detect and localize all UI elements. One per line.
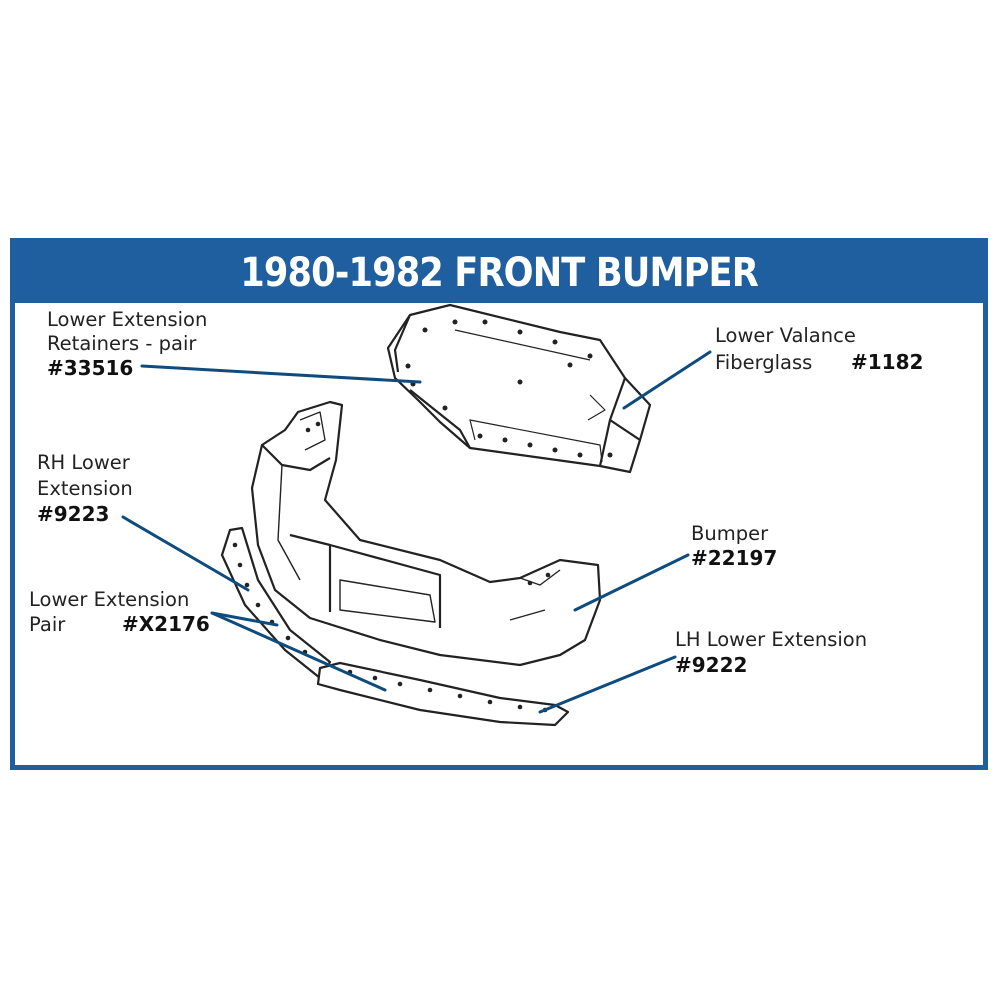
callout-valance-part-number: #1182	[851, 350, 924, 374]
lh-lower-extension-drawing	[316, 661, 570, 727]
callout-rh-extension-line-2: Extension	[37, 477, 133, 500]
callout-rh-extension-part-number: #9223	[37, 502, 110, 526]
callout-bumper-line-1: Bumper	[691, 522, 769, 545]
leader-rh-extension	[121, 515, 250, 592]
bumper-drawing	[250, 400, 602, 667]
callout-lh-extension-part-number: #9222	[675, 653, 748, 677]
callout-lh-extension-line-1: LH Lower Extension	[675, 628, 868, 651]
leader-lh-extension	[538, 655, 677, 714]
callout-pair-part-number: #X2176	[122, 612, 210, 636]
callout-valance-line-1: Lower Valance	[715, 324, 856, 347]
lower-valance-drawing	[386, 303, 652, 474]
title-banner: 1980-1982 FRONT BUMPER	[15, 243, 983, 303]
callout-retainers-line-2: Retainers - pair	[47, 332, 197, 355]
callout-retainers-part-number: #33516	[47, 356, 134, 380]
callout-pair-line-2: Pair	[29, 613, 66, 636]
callout-retainers-line-1: Lower Extension	[47, 308, 208, 331]
callout-leaders	[121, 350, 712, 714]
leader-valance	[622, 350, 712, 410]
leader-bumper	[573, 553, 690, 612]
diagram-title: 1980-1982 FRONT BUMPER	[240, 250, 759, 296]
callout-pair-line-1: Lower Extension	[29, 588, 190, 611]
callout-valance-line-2: Fiberglass	[715, 351, 813, 374]
callout-bumper-part-number: #22197	[691, 546, 778, 570]
callout-rh-extension-line-1: RH Lower	[37, 451, 130, 474]
leader-pair-b	[210, 611, 387, 692]
leader-retainers	[140, 364, 422, 384]
leader-pair-a	[210, 611, 279, 627]
